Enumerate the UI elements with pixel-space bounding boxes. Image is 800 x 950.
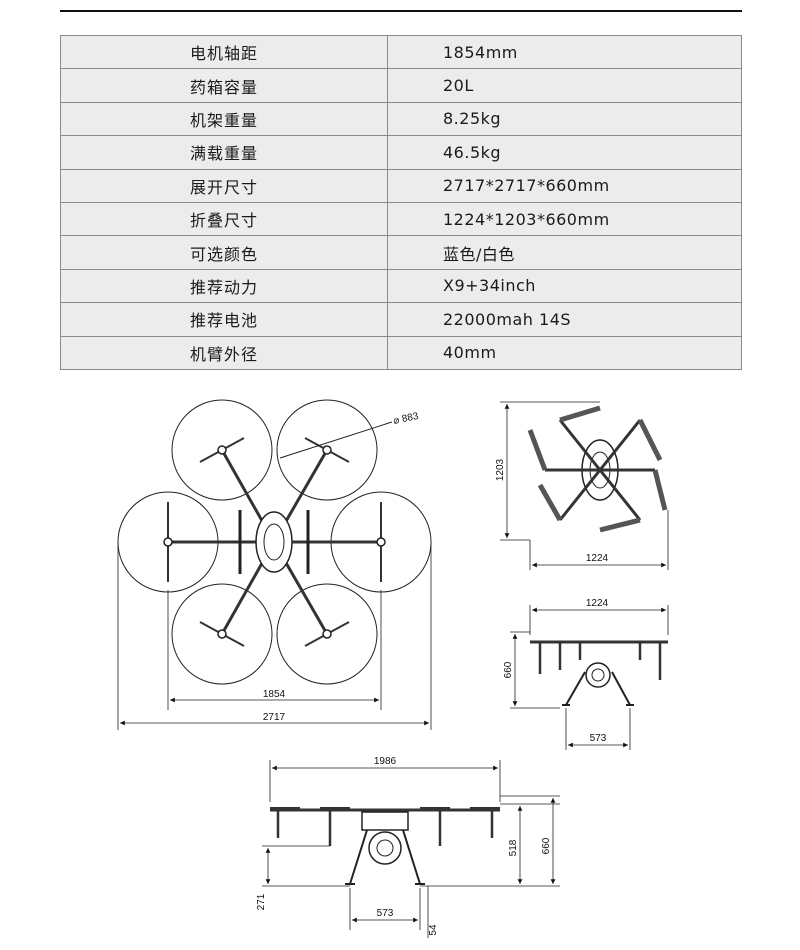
- spec-value: 46.5kg: [387, 135, 742, 170]
- spec-row: 可选颜色蓝色/白色: [60, 235, 742, 270]
- spec-value: X9+34inch: [387, 268, 742, 304]
- dim-front-54: 54: [428, 924, 439, 936]
- dim-side-width: 1224: [586, 598, 609, 609]
- dim-top-prop-diameter: ⌀ 883: [392, 411, 420, 427]
- spec-value: 22000mah 14S: [387, 302, 742, 337]
- spec-label: 满载重量: [60, 135, 388, 170]
- spec-label: 药箱容量: [60, 68, 388, 103]
- front-view-drawing: [270, 807, 500, 885]
- spec-value: 20L: [387, 68, 742, 103]
- spec-label: 机臂外径: [60, 335, 388, 370]
- spec-value: 蓝色/白色: [387, 235, 742, 270]
- spec-value: 1224*1203*660mm: [387, 201, 742, 237]
- top-view-dimensions: [117, 542, 432, 730]
- dim-front-660: 660: [541, 837, 552, 854]
- folded-view-dimensions: [500, 401, 669, 570]
- dim-side-leg: 573: [590, 733, 607, 744]
- prop-circle: [276, 583, 378, 685]
- dim-top-span: 2717: [263, 712, 286, 723]
- folded-view-drawing: [527, 405, 668, 533]
- side-view-drawing: [530, 640, 668, 706]
- dim-front-width: 1986: [374, 756, 397, 767]
- dim-front-271: 271: [256, 893, 267, 910]
- spec-label: 折叠尺寸: [60, 201, 388, 237]
- spec-label: 可选颜色: [60, 235, 388, 270]
- spec-label: 展开尺寸: [60, 168, 388, 203]
- side-view-dimensions: [510, 605, 669, 750]
- dim-front-518: 518: [508, 839, 519, 856]
- top-rule: [60, 10, 742, 12]
- prop-circle: [276, 399, 378, 501]
- prop-circle: [171, 399, 273, 501]
- dim-top-axis: 1854: [263, 689, 286, 700]
- spec-label: 推荐电池: [60, 302, 388, 337]
- prop-circle: [171, 583, 273, 685]
- spec-label: 机架重量: [60, 101, 388, 137]
- spec-value: 2717*2717*660mm: [387, 168, 742, 203]
- front-view-dimensions: [262, 760, 560, 938]
- dim-folded-width: 1224: [586, 553, 609, 564]
- spec-label: 推荐动力: [60, 268, 388, 304]
- spec-label: 电机轴距: [60, 34, 388, 70]
- top-view-drawing: [117, 399, 432, 685]
- dim-folded-height: 1203: [495, 458, 506, 481]
- dim-front-leg: 573: [377, 908, 394, 919]
- dim-side-height: 660: [503, 661, 514, 678]
- spec-value: 40mm: [387, 335, 742, 370]
- spec-value: 1854mm: [387, 34, 742, 70]
- spec-value: 8.25kg: [387, 101, 742, 137]
- drawings: ⌀ 883 1854 2717: [117, 399, 669, 938]
